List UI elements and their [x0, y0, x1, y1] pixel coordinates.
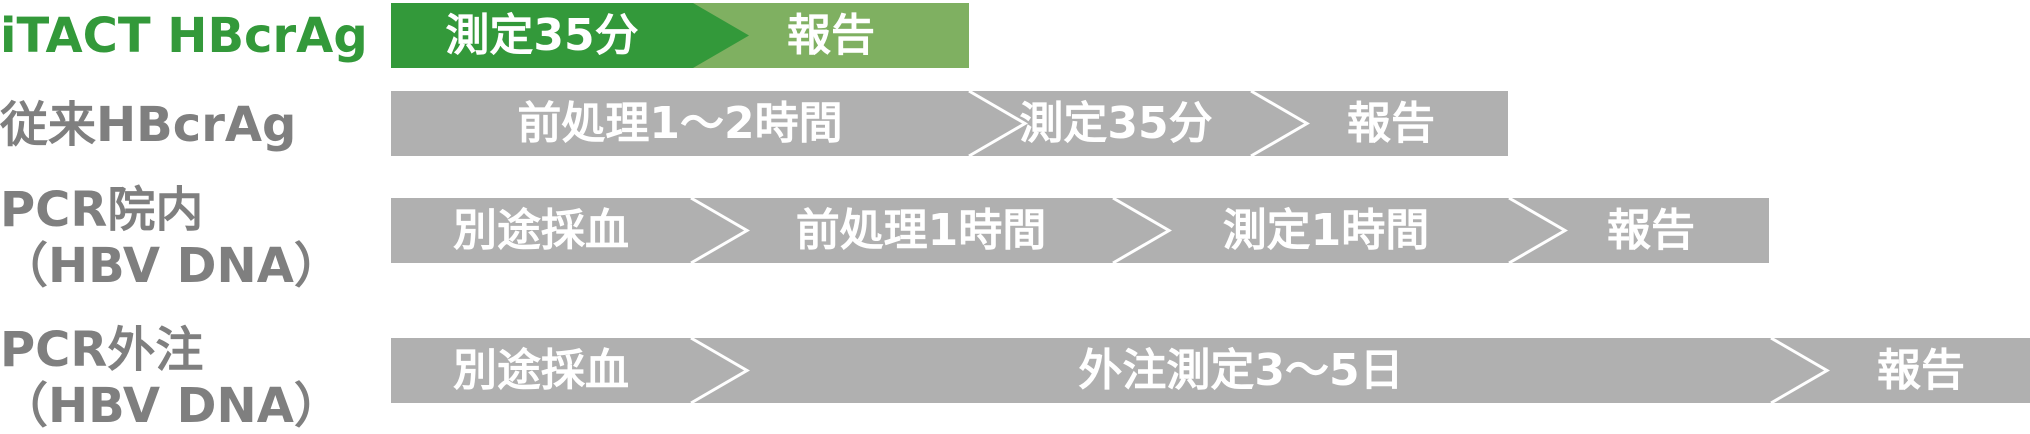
- row-label-line: PCR院内: [0, 182, 204, 238]
- row-label-line: （HBV DNA）: [0, 238, 342, 294]
- row-label-line: iTACT HBcrAg: [0, 8, 368, 64]
- row-label-pcr-inhouse: PCR院内 （HBV DNA）: [0, 182, 342, 294]
- row-label-itact-hbcrag: iTACT HBcrAg: [0, 8, 368, 64]
- segment-measurement-label: 測定35分: [445, 10, 639, 61]
- bar-background: [391, 198, 1769, 263]
- row-label-conventional-hbcrag: 従来HBcrAg: [0, 97, 296, 153]
- step-arrow-icon: [690, 196, 750, 265]
- timeline-bar-conventional: 前処理1～2時間 測定35分 報告: [391, 89, 1508, 158]
- step-arrow-icon: [690, 336, 750, 405]
- segment-measurement-fill: [391, 3, 693, 68]
- step-arrow-icon: [1508, 196, 1568, 265]
- segment-pretreatment-label: 前処理1～2時間: [517, 98, 843, 149]
- step-arrow-icon: [1770, 336, 1830, 405]
- row-label-line: （HBV DNA）: [0, 378, 342, 434]
- segment-measurement-label: 測定35分: [1019, 98, 1213, 149]
- row-label-line: PCR外注: [0, 322, 204, 378]
- step-arrow-icon: [693, 3, 749, 68]
- timeline-bar-pcr-inhouse: 別途採血 前処理1時間 測定1時間 報告: [391, 196, 1769, 265]
- segment-report-label: 報告: [1607, 205, 1695, 256]
- timeline-bar-itact: 測定35分 報告: [391, 3, 969, 68]
- row-label-line: 従来HBcrAg: [0, 97, 297, 153]
- row-label-pcr-outsourced: PCR外注 （HBV DNA）: [0, 322, 342, 434]
- segment-separate-blood-draw-label: 別途採血: [453, 345, 629, 396]
- segment-report-label: 報告: [787, 10, 875, 61]
- step-arrow-icon: [1250, 89, 1310, 158]
- segment-report-label: 報告: [1877, 345, 1965, 396]
- segment-outsourced-measurement-label: 外注測定3～5日: [1078, 345, 1404, 396]
- segment-separate-blood-draw-label: 別途採血: [453, 205, 629, 256]
- segment-pretreatment-label: 前処理1時間: [795, 205, 1047, 256]
- step-arrow-icon: [1112, 196, 1172, 265]
- timeline-bar-pcr-outsourced: 別途採血 外注測定3～5日 報告: [391, 336, 2030, 405]
- segment-measurement-label: 測定1時間: [1222, 205, 1430, 256]
- step-arrow-icon: [968, 89, 1028, 158]
- bar-background: [391, 338, 2030, 403]
- bar-background: [391, 91, 1508, 156]
- segment-report-label: 報告: [1347, 98, 1435, 149]
